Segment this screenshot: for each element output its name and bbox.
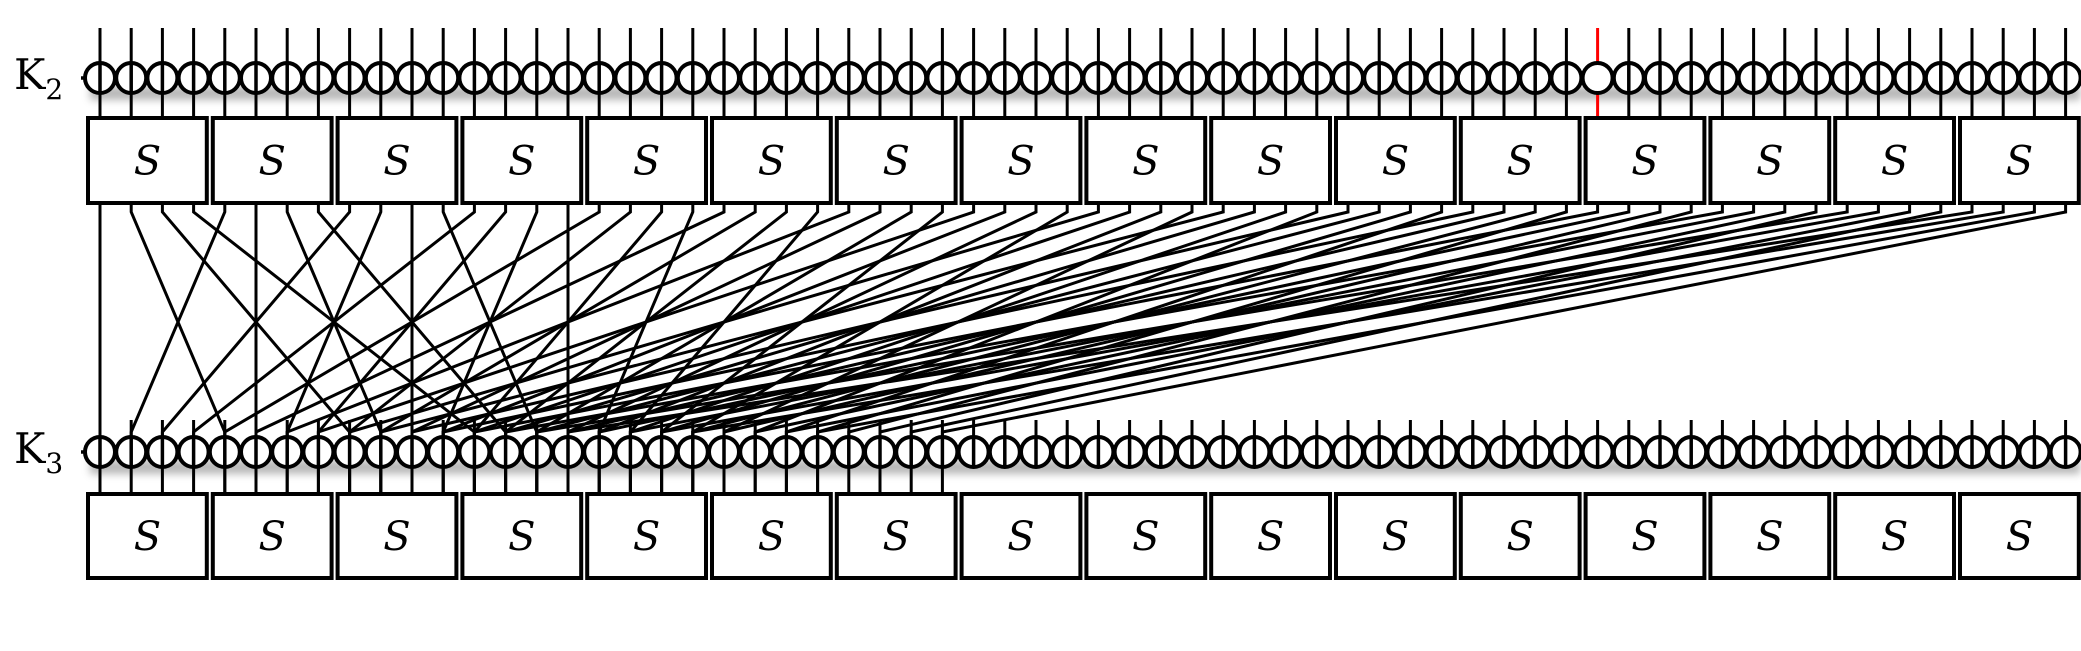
sbox <box>1833 492 1956 580</box>
sbox-label: S <box>633 139 660 185</box>
sbox <box>210 492 334 580</box>
sbox <box>210 116 334 205</box>
sbox <box>1334 116 1457 205</box>
key-k3-letter: K <box>14 424 47 473</box>
sbox-label: S <box>633 514 660 560</box>
sbox <box>834 492 958 580</box>
key-k3-subscript: 3 <box>45 447 63 480</box>
sbox-label: S <box>383 139 410 185</box>
sbox <box>1958 116 2081 205</box>
sbox-label: S <box>1007 514 1034 560</box>
sbox <box>710 492 833 580</box>
sbox-label: S <box>758 514 785 560</box>
sbox <box>834 116 958 205</box>
sbox <box>959 116 1083 205</box>
sbox-label: S <box>1756 139 1783 185</box>
sbox-label: S <box>258 514 285 560</box>
xor-symbol <box>1580 61 1615 95</box>
sbox-label: S <box>758 139 785 185</box>
sbox <box>1958 492 2081 580</box>
sbox-label: S <box>1257 514 1284 560</box>
sbox-label: S <box>1382 139 1409 185</box>
sbox-label: S <box>2006 514 2033 560</box>
sbox-layer: S S S S S S S S S S S S S S S S S S S S S S S S S S S S S S S S <box>86 116 2081 580</box>
sbox-label: S <box>1506 139 1533 185</box>
sbox <box>335 116 459 205</box>
sbox <box>1334 492 1457 580</box>
sbox <box>1708 492 1832 580</box>
sbox-label: S <box>1506 514 1533 560</box>
sbox-label: S <box>1007 139 1034 185</box>
sbox-label: S <box>882 139 909 185</box>
sbox-label: S <box>1132 514 1159 560</box>
sbox <box>1084 116 1208 205</box>
sbox-label: S <box>2006 139 2033 185</box>
xor-layer <box>81 61 2081 469</box>
sbox-label: S <box>1132 139 1159 185</box>
sbox <box>1084 492 1208 580</box>
sbox-label: S <box>1881 139 1908 185</box>
sbox-label: S <box>1631 139 1658 185</box>
sbox <box>460 116 584 205</box>
key-labels: K2 K3 <box>14 50 63 480</box>
key-k2-letter: K <box>14 50 47 99</box>
sbox <box>460 492 584 580</box>
sbox <box>959 492 1083 580</box>
sbox <box>1209 492 1332 580</box>
sbox <box>1458 492 1582 580</box>
sbox-label: S <box>134 139 161 185</box>
sbox <box>335 492 459 580</box>
key-label-k2: K2 <box>14 50 63 106</box>
sbox-label: S <box>1881 514 1908 560</box>
sbox <box>1209 116 1332 205</box>
sbox <box>1583 492 1707 580</box>
sbox <box>86 492 209 580</box>
sbox-label: S <box>508 514 535 560</box>
sbox-label: S <box>1257 139 1284 185</box>
sbox-label: S <box>1756 514 1783 560</box>
sbox-label: S <box>383 514 410 560</box>
sbox-label: S <box>1631 514 1658 560</box>
sbox-label: S <box>1382 514 1409 560</box>
sbox <box>1583 116 1707 205</box>
sbox-label: S <box>882 514 909 560</box>
sbox-label: S <box>258 139 285 185</box>
sbox <box>1458 116 1582 205</box>
sbox <box>1708 116 1832 205</box>
key-label-k3: K3 <box>14 424 63 480</box>
sbox <box>1833 116 1956 205</box>
sbox <box>585 116 709 205</box>
sbox-label: S <box>134 514 161 560</box>
sbox <box>585 492 709 580</box>
sbox <box>86 116 209 205</box>
sbox <box>710 116 833 205</box>
key-k2-subscript: 2 <box>45 73 63 106</box>
sbox-label: S <box>508 139 535 185</box>
